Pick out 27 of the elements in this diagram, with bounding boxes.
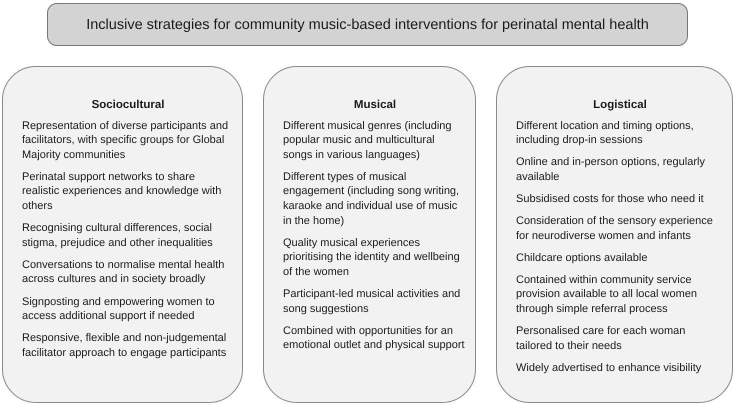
- strategy-text: Quality musical experiences prioritising the identity and wellbeing of the women: [283, 236, 461, 280]
- strategy-text: Personalised care for each woman tailored to their needs: [516, 324, 686, 354]
- strategy-text: Signposting and empowering women to access additional support if needed: [22, 294, 216, 324]
- strategy-text: Recognising cultural differences, social stigma, prejudice and other inequalities: [22, 221, 214, 250]
- strategy-text: Conversations to normalise mental health across cultures and in society broadly: [22, 258, 226, 288]
- strategy-text: Consideration of the sensory experience for neurodiverse women and infants: [516, 214, 714, 244]
- strategy-text: Participant-led musical activities and song suggestions: [283, 287, 462, 316]
- panel-heading: Sociocultural: [90, 98, 166, 113]
- strategy-text: Childcare options available: [516, 250, 648, 266]
- category-panel: [496, 66, 733, 403]
- strategy-text: Different types of musical engagement (including song writing, karaoke and individual use of music in the home): [283, 170, 460, 228]
- strategy-text: Perinatal support networks to share realistic experiences and knowledge with others: [22, 170, 222, 214]
- category-panel: [263, 66, 476, 403]
- strategy-text: Different location and timing options, including drop-in sessions: [516, 118, 695, 148]
- strategy-text: Contained within community service provision available to all local women through simple referral process: [516, 272, 698, 317]
- strategy-text: Combined with opportunities for an emotional outlet and physical support: [283, 324, 466, 353]
- strategy-text: Subsidised costs for those who need it: [516, 192, 705, 207]
- strategy-text: Responsive, flexible and non-judgemental facilitator approach to engage participants: [22, 331, 228, 360]
- title-box: [47, 3, 688, 46]
- category-panel: [2, 66, 243, 403]
- strategy-text: Different musical genres (including popular music and multicultural songs in various languages): [283, 118, 453, 162]
- strategy-text: Online and in-person options, regularly available: [516, 155, 706, 184]
- panel-heading: Logistical: [592, 98, 648, 113]
- panel-heading: Musical: [352, 98, 398, 113]
- strategy-text: Widely advertised to enhance visibility: [516, 360, 702, 376]
- strategy-text: Representation of diverse participants and facilitators, with specific groups for Global Majority communities: [22, 118, 230, 162]
- banner-text: Inclusive strategies for community music-based interventions for perinatal mental health: [86, 16, 649, 32]
